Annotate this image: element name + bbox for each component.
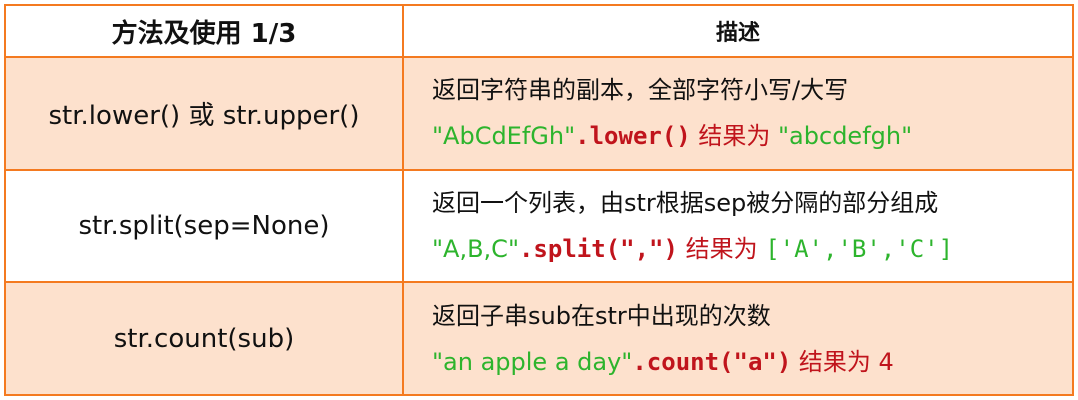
example: "AbCdEfGh".lower() 结果为 "abcdefgh"	[432, 113, 1072, 159]
example: "A,B,C".split(",") 结果为 ['A','B','C']	[432, 226, 1072, 272]
example-string: "an apple a day"	[432, 347, 633, 376]
description-text: 返回字符串的副本，全部字符小写/大写	[432, 76, 849, 105]
example: "an apple a day".count("a") 结果为 4	[432, 339, 1072, 385]
example-string: "A,B,C"	[432, 234, 519, 263]
description-text: 返回一个列表，由str根据sep被分隔的部分组成	[432, 188, 939, 217]
example-call: .count("a")	[632, 347, 792, 376]
table-row: str.lower() 或 str.upper() 返回字符串的副本，全部字符小…	[4, 56, 1074, 171]
example-result: "abcdefgh"	[778, 122, 913, 151]
description-cell: 返回子串sub在str中出现的次数 "an apple a day".count…	[402, 281, 1074, 396]
example-result: ['A','B','C']	[765, 234, 954, 263]
header-method: 方法及使用 1/3	[4, 4, 404, 58]
table-row: str.count(sub) 返回子串sub在str中出现的次数 "an app…	[4, 281, 1074, 396]
table-row: str.split(sep=None) 返回一个列表，由str根据sep被分隔的…	[4, 168, 1074, 284]
method-cell: str.count(sub)	[4, 281, 404, 396]
result-label: 结果为	[677, 234, 766, 263]
string-methods-table: 方法及使用 1/3 描述 str.lower() 或 str.upper() 返…	[4, 4, 1074, 396]
method-cell: str.lower() 或 str.upper()	[4, 56, 404, 171]
header-row: 方法及使用 1/3 描述	[4, 4, 1074, 58]
header-description: 描述	[402, 4, 1074, 58]
description-cell: 返回字符串的副本，全部字符小写/大写 "AbCdEfGh".lower() 结果…	[402, 56, 1074, 171]
example-call: .lower()	[575, 122, 691, 151]
example-call: .split(",")	[518, 234, 678, 263]
result-label: 结果为	[690, 122, 779, 151]
method-cell: str.split(sep=None)	[4, 168, 404, 284]
result-label: 结果为 4	[791, 347, 894, 376]
example-string: "AbCdEfGh"	[432, 122, 576, 151]
description-cell: 返回一个列表，由str根据sep被分隔的部分组成 "A,B,C".split("…	[402, 168, 1074, 284]
description-text: 返回子串sub在str中出现的次数	[432, 301, 771, 330]
